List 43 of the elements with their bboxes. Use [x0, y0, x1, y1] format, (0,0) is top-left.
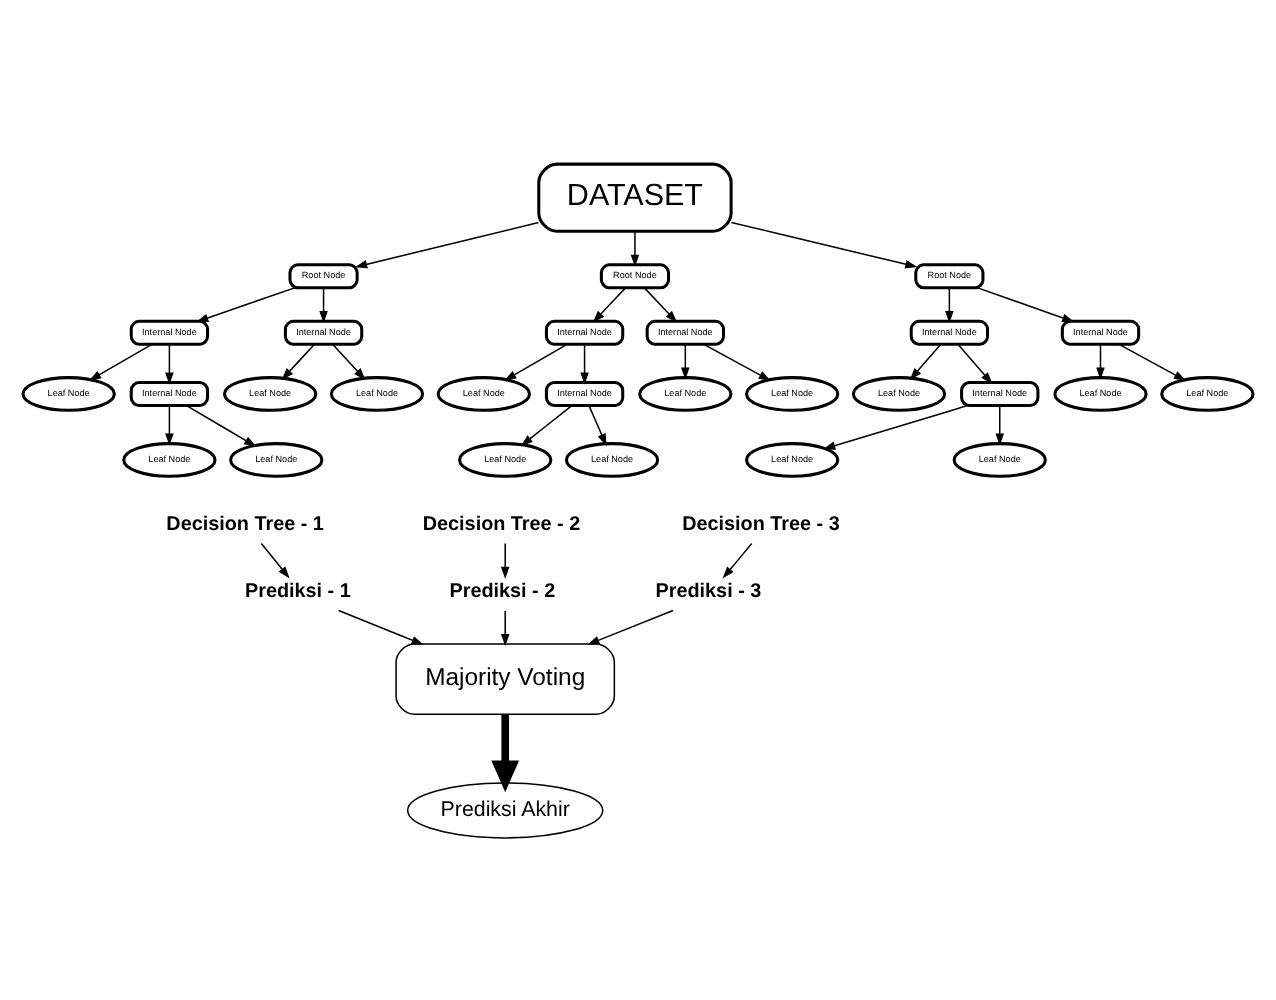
- arrow: [643, 286, 678, 322]
- arrow: [354, 220, 540, 268]
- arrow: [592, 286, 626, 322]
- arrow: [500, 541, 510, 579]
- arrow: [977, 286, 1075, 322]
- arrow: [957, 342, 993, 384]
- node-text: Decision Tree - 3: [682, 513, 840, 536]
- arrow: [1118, 342, 1187, 380]
- node-ellipse: Prediksi Akhir: [406, 781, 604, 838]
- arrow: [722, 541, 753, 578]
- arrow: [630, 229, 640, 266]
- node-text: Prediksi - 2: [449, 580, 556, 603]
- arrow: [1096, 342, 1105, 379]
- arrow: [703, 342, 771, 380]
- arrow: [165, 404, 174, 445]
- arrow: [681, 342, 690, 379]
- arrow: [88, 342, 153, 380]
- arrow: [588, 404, 607, 445]
- arrow: [520, 404, 573, 446]
- arrow: [319, 286, 328, 323]
- arrow: [823, 403, 969, 449]
- arrow: [196, 286, 296, 322]
- arrow: [185, 403, 257, 446]
- arrow: [332, 342, 366, 380]
- arrow: [491, 713, 520, 792]
- arrow: [260, 541, 290, 578]
- arrow: [730, 220, 918, 268]
- arrow: [580, 342, 589, 384]
- node-text: Decision Tree - 1: [166, 513, 324, 536]
- arrow: [587, 608, 674, 644]
- node-text: Decision Tree - 2: [422, 513, 581, 536]
- arrow: [995, 404, 1005, 445]
- arrow: [909, 342, 942, 380]
- node-text: Prediksi - 3: [655, 580, 762, 603]
- node-text: Prediksi - 1: [244, 580, 351, 603]
- arrow: [500, 609, 510, 646]
- arrow: [945, 286, 954, 323]
- node-box: Majority Voting: [395, 642, 616, 715]
- node-box: DATASET: [537, 161, 733, 232]
- arrow: [337, 608, 424, 644]
- arrow: [165, 342, 174, 384]
- arrow: [504, 342, 568, 380]
- arrow: [281, 342, 316, 380]
